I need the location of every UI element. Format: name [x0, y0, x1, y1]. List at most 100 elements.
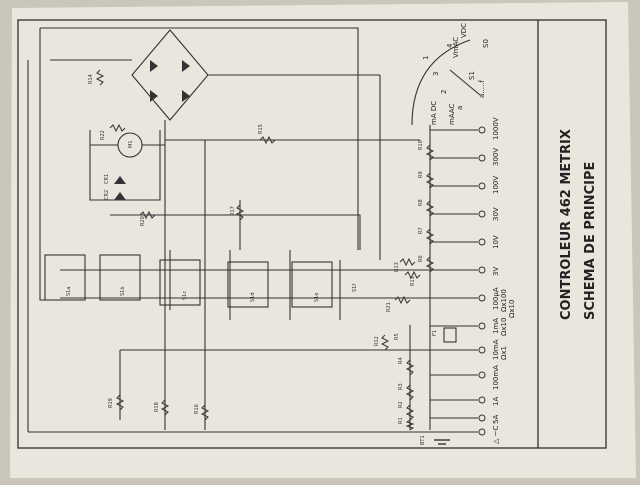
resistor-r4: [405, 359, 415, 376]
switch-s1d-box: [227, 261, 269, 308]
resistor-r7: [425, 228, 435, 245]
switch-s1a-box: [44, 254, 86, 301]
resistor-r17: [235, 204, 245, 221]
label-cr2: CR2: [104, 190, 110, 200]
label-r22: R22: [100, 130, 106, 140]
label-s1a: S1a: [66, 287, 72, 296]
label-r21: R21: [386, 302, 392, 312]
label-r4: R4: [398, 357, 404, 364]
selector-pos-a: a: [456, 106, 464, 110]
terminal-100ma: [478, 371, 486, 379]
diode-bridge-3: [150, 90, 158, 102]
range-label-3v: 3V: [492, 267, 500, 276]
range-sub-100ua: Ωx100: [500, 289, 508, 312]
outer-border: [17, 19, 607, 449]
label-r11: R11: [410, 276, 416, 286]
range-label-100ma: 100mA: [492, 365, 500, 390]
selector-vmac: VmAC: [452, 37, 460, 58]
label-r3: R3: [398, 383, 404, 390]
wiring: [27, 27, 481, 433]
title-line-1: CONTROLEUR 462 METRIX: [559, 129, 574, 320]
component-labels: BT1 F1 R1 R2 R3 R4 R5 R6 R7 R8 R9 R10 R1…: [66, 74, 438, 445]
resistor-r3: [405, 384, 415, 401]
terminal-1a: [478, 396, 486, 404]
battery-bt1: [434, 439, 450, 445]
range-label-1ma: 1mA: [492, 318, 500, 334]
label-r1: R1: [398, 417, 404, 424]
selector-labels: 1 3 2 4 VmAC VDC mA DC mAAC a S1 S0 a...…: [422, 23, 490, 125]
label-s1b: S1b: [120, 286, 126, 296]
label-m1: M1: [128, 141, 134, 149]
selector-pos-4: 4: [446, 43, 454, 48]
label-s1c: S1c: [182, 291, 188, 300]
range-label-common: △ ~C: [492, 426, 500, 444]
range-terminals: [478, 126, 486, 436]
label-s1e: S1e: [314, 293, 320, 302]
terminal-100v: [478, 182, 486, 190]
range-label-10ma: 10mA: [492, 339, 500, 360]
range-label-1a: 1A: [492, 397, 500, 406]
diode-cr2: [114, 192, 126, 200]
range-label-300v: 300V: [492, 148, 500, 166]
label-bt1: BT1: [420, 435, 426, 445]
terminal-1ma: [478, 322, 486, 330]
range-label-100ua: 100µA: [492, 287, 500, 310]
range-label-100v: 100V: [492, 176, 500, 194]
diode-bridge-4: [182, 90, 190, 102]
resistor-r9: [425, 172, 435, 189]
resistor-r16: [200, 404, 210, 421]
terminal-10ma: [478, 346, 486, 354]
selector-madc: mA DC: [430, 101, 438, 125]
resistor-r21: [394, 295, 411, 305]
diode-cr1: [114, 176, 126, 184]
selector-pos-2: 2: [440, 90, 448, 94]
label-r6: R6: [418, 255, 424, 262]
resistor-r19: [115, 394, 125, 411]
title-line-2: SCHEMA DE PRINCIPE: [583, 162, 598, 320]
range-labels: △ ~C 5A 1A 100mA 10mA Ωx1 1mA Ωx10 100µA…: [492, 117, 516, 444]
label-r13: R13: [394, 262, 400, 272]
label-r12: R12: [374, 336, 380, 346]
selector-range: a.....f: [478, 80, 486, 98]
wire-r20: [110, 214, 361, 250]
selector-pos-1: 1: [422, 56, 430, 60]
label-r18: R18: [154, 402, 160, 412]
selector-s1: S1: [468, 71, 476, 80]
wire-top: [40, 27, 359, 250]
diode-bridge-2: [182, 60, 190, 72]
terminal-1000v: [478, 126, 486, 134]
terminal-10v: [478, 238, 486, 246]
resistors: [95, 69, 435, 431]
bridge-rectifier: [131, 29, 209, 121]
label-r15: R15: [258, 124, 264, 134]
resistor-r18: [160, 399, 170, 416]
terminal-common: [478, 428, 486, 436]
resistor-r15: [259, 135, 276, 145]
resistor-r11: [404, 270, 421, 280]
switch-s1e-box: [291, 261, 333, 308]
label-r20: R20: [140, 216, 146, 226]
label-r8: R8: [418, 199, 424, 206]
resistor-r13: [399, 257, 416, 267]
terminal-300v: [478, 154, 486, 162]
selector-maac: mAAC: [448, 104, 456, 125]
paper-sheet: [10, 2, 636, 478]
resistor-r20: [139, 210, 156, 220]
resistor-r10: [425, 144, 435, 161]
range-sub-1ma: Ωx10: [500, 318, 508, 336]
selector-arc: [411, 39, 471, 126]
label-r14: R14: [88, 74, 94, 84]
resistor-r6: [425, 256, 435, 273]
switch-s1b-box: [99, 254, 141, 301]
label-r16: R16: [194, 404, 200, 414]
selector-pos-3: 3: [432, 72, 440, 76]
terminal-3v: [478, 266, 486, 274]
switch-s1c-box: [159, 259, 201, 306]
resistor-r12: [380, 334, 390, 351]
label-s1d: S1d: [250, 292, 256, 302]
range-bottom-label: Ωx10: [508, 300, 516, 318]
resistor-r2: [405, 404, 415, 421]
range-label-5a: 5A: [492, 415, 500, 424]
